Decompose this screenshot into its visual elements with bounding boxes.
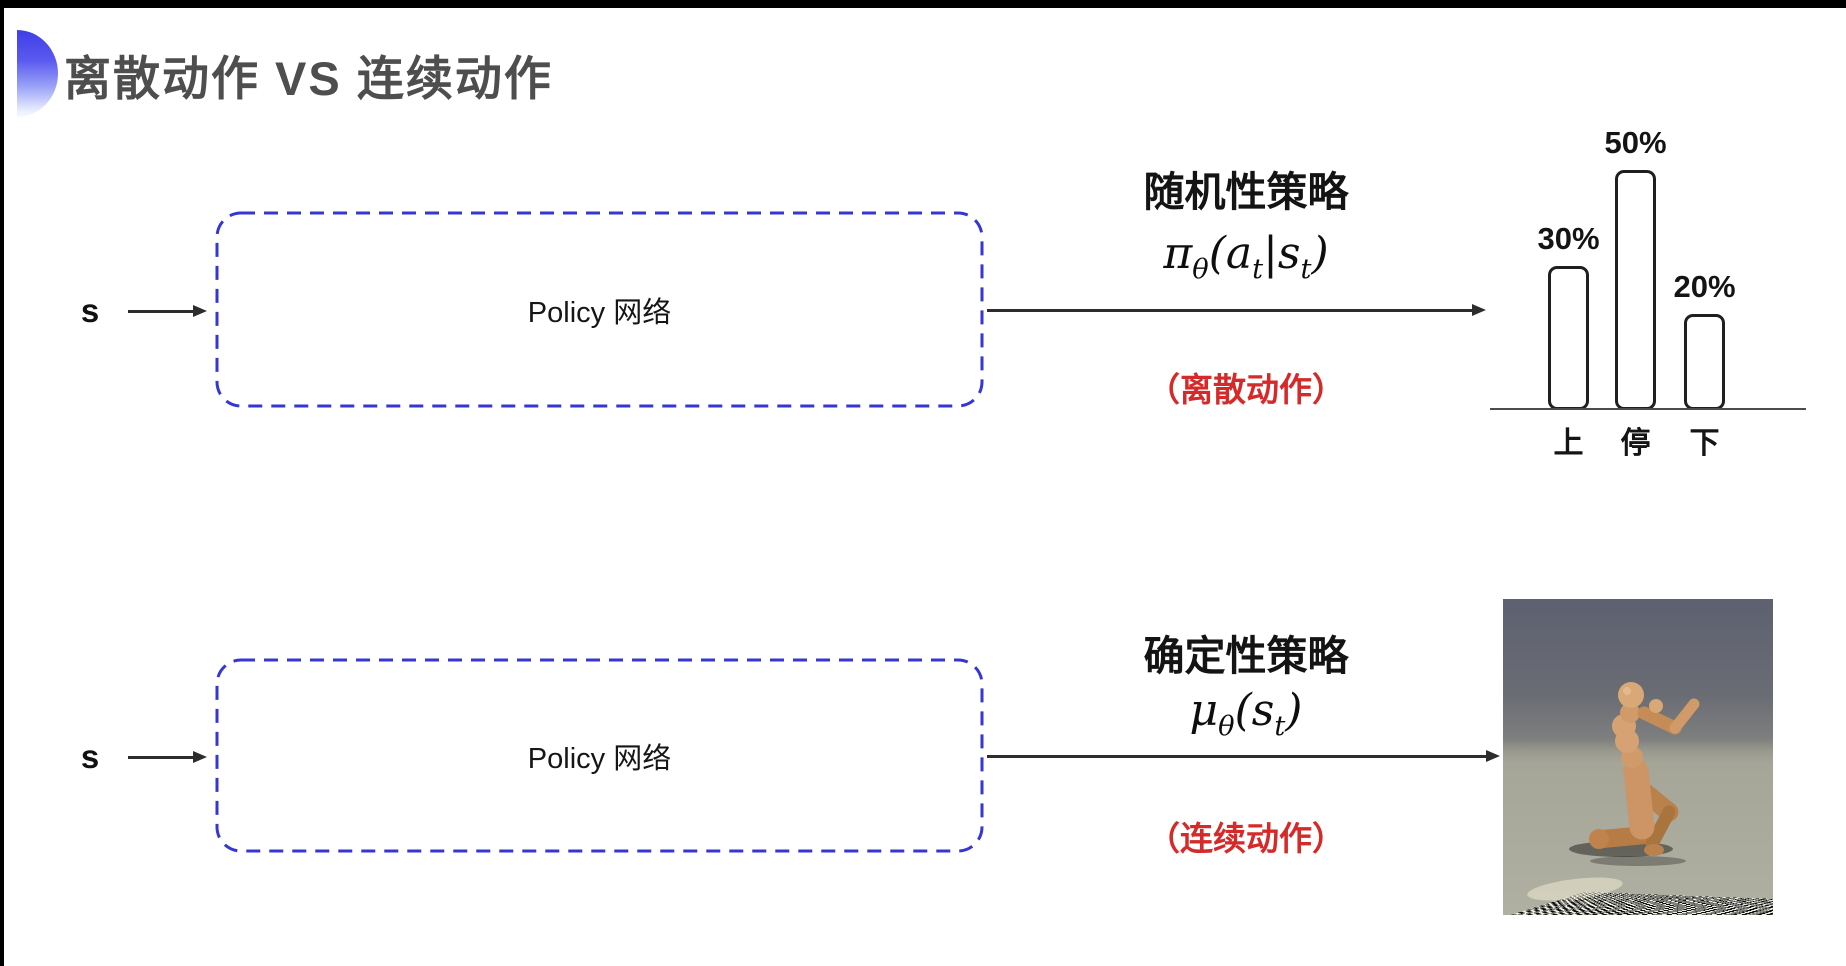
bar-category-label: 下: [1689, 427, 1720, 460]
bar-stop: [1615, 170, 1656, 410]
policy-box-label-bottom: Policy 网络: [527, 742, 672, 775]
bar-up: [1548, 266, 1589, 410]
bar-value-label: 20%: [1673, 269, 1736, 304]
formula-symbol: μ: [1189, 685, 1219, 736]
title-bullet-icon: [17, 30, 58, 117]
page-title: 离散动作 VS 连续动作: [64, 52, 553, 105]
probability-bar-chart: 30% 50% 20% 上 停 下: [1490, 98, 1812, 470]
policy-type-label-stochastic: 随机性策略: [1143, 169, 1349, 215]
formula-paren: (: [1208, 228, 1226, 279]
input-arrow-bottom: [128, 751, 207, 762]
policy-box-label-top: Policy 网络: [527, 296, 672, 329]
formula-bar: |: [1263, 228, 1278, 279]
bar-down: [1684, 314, 1725, 410]
formula-arg: s: [1251, 685, 1275, 736]
bar-value-label: 50%: [1604, 125, 1667, 160]
action-type-label-discrete: （离散动作）: [1147, 371, 1345, 408]
formula-subscript: θ: [1192, 253, 1209, 285]
formula-arg: a: [1225, 228, 1253, 279]
formula-symbol: π: [1163, 228, 1193, 279]
formula-subscript: θ: [1218, 710, 1235, 742]
bar-column: 30%: [1526, 221, 1611, 410]
policy-type-label-deterministic: 确定性策略: [1143, 633, 1349, 679]
bar-category-label: 上: [1553, 427, 1584, 460]
stochastic-policy-formula: πθ(at|st): [1058, 228, 1434, 285]
formula-subscript: t: [1274, 710, 1286, 742]
formula-arg: s: [1277, 228, 1301, 279]
input-arrow-top: [128, 305, 207, 316]
formula-paren: (: [1234, 685, 1252, 736]
action-type-label-continuous: （连续动作）: [1147, 820, 1345, 857]
chart-baseline: [1490, 408, 1806, 410]
humanoid-figure: [1527, 682, 1700, 901]
bar-value-label: 30%: [1537, 221, 1600, 256]
formula-subscript: t: [1300, 253, 1312, 285]
bar-category-label: 停: [1620, 427, 1651, 460]
output-arrow-top: [987, 304, 1486, 315]
bar-column: 50%: [1593, 125, 1678, 410]
bar-column: 20%: [1662, 269, 1747, 410]
output-arrow-bottom: [987, 750, 1500, 761]
left-letterbox-bar: [0, 0, 4, 966]
formula-paren: ): [1311, 228, 1329, 279]
formula-subscript: t: [1252, 253, 1264, 285]
formula-paren: ): [1285, 685, 1303, 736]
humanoid-render-image: [1503, 599, 1773, 915]
policy-network-box-bottom: Policy 网络: [215, 658, 984, 853]
deterministic-policy-formula: μθ(st): [1058, 685, 1434, 742]
policy-network-box-top: Policy 网络: [215, 211, 984, 408]
dashed-border: [215, 211, 984, 408]
state-input-label-bottom: s: [80, 738, 100, 775]
dashed-border: [215, 658, 984, 853]
top-letterbox-bar: [0, 0, 1846, 8]
state-input-label-top: s: [80, 292, 100, 329]
